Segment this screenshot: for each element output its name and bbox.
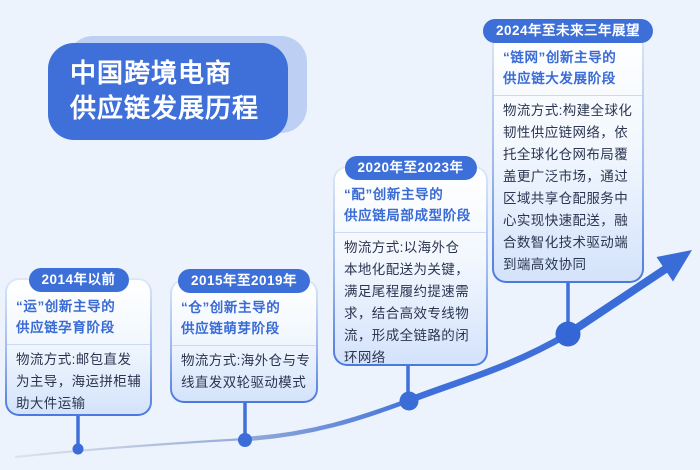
growth-curve-mid (242, 397, 413, 442)
stage-title: “仓”创新主导的 供应链萌芽阶段 (181, 300, 281, 336)
arrowhead-icon (656, 250, 692, 282)
growth-curve-early (14, 437, 247, 459)
stage-description: 物流方式:以海外仓 本地化配送为关键， 满足尾程履约提速需 求，结合高效专线物 … (344, 240, 470, 365)
growth-curve-late (406, 330, 572, 404)
timeline-dot (399, 391, 419, 411)
stage-badge: 2020年至2023年 (344, 156, 477, 180)
divider (494, 95, 642, 96)
stage-badge: 2015年至2019年 (177, 269, 311, 293)
divider (7, 344, 150, 345)
stage-title: “配”创新主导的 供应链局部成型阶段 (344, 187, 471, 223)
stage-badge: 2024年至未来三年展望 (482, 19, 654, 43)
divider (335, 232, 486, 233)
stage-title: “运”创新主导的 供应链孕育阶段 (16, 299, 116, 335)
arrow-shaft (564, 264, 671, 338)
stage-description: 物流方式:邮包直发 为主导，海运拼柜辅 助大件运输 (16, 352, 142, 411)
divider (172, 345, 316, 346)
page-title: 中国跨境电商 供应链发展历程 (70, 58, 260, 123)
stage-card-3: 2020年至2023年 “配”创新主导的 供应链局部成型阶段 物流方式:以海外仓… (333, 156, 488, 366)
timeline-dot (72, 443, 84, 455)
stage-card-2: 2015年至2019年 “仓”创新主导的 供应链萌芽阶段 物流方式:海外仓与专 … (170, 269, 318, 403)
stage-description: 物流方式:构建全球化 韧性供应链网络，依 托全球化仓网布局覆 盖更广泛市场，通过… (503, 103, 633, 272)
stage-card-4: 2024年至未来三年展望 “链网”创新主导的 供应链大发展阶段 物流方式:构建全… (482, 19, 654, 283)
timeline-dot (555, 321, 581, 347)
stage-card-1: 2014年以前 “运”创新主导的 供应链孕育阶段 物流方式:邮包直发 为主导，海… (5, 268, 152, 416)
timeline-dot (238, 433, 252, 447)
stage-title: “链网”创新主导的 供应链大发展阶段 (503, 50, 617, 86)
stage-badge: 2014年以前 (28, 268, 129, 292)
title-card: 中国跨境电商 供应链发展历程 (48, 43, 288, 140)
stage-description: 物流方式:海外仓与专 线直发双轮驱动模式 (181, 353, 311, 390)
